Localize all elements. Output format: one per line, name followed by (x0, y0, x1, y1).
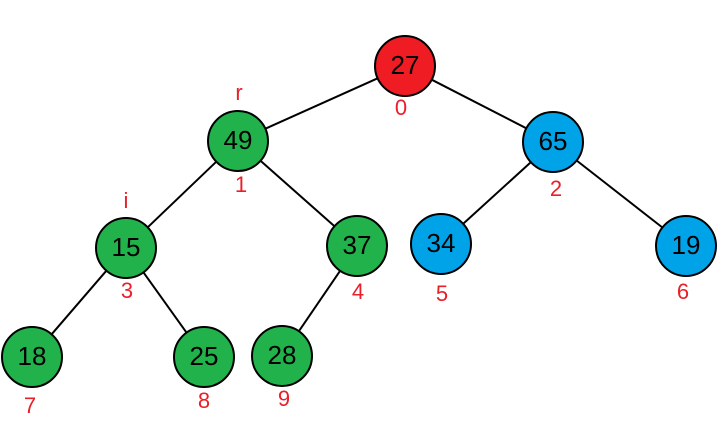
node-circle (655, 215, 717, 277)
node-value: 37 (343, 230, 372, 260)
tree-node-49: 49 1 (207, 110, 269, 197)
node-value: 65 (539, 126, 568, 156)
node-circle (326, 215, 388, 277)
edge-n1-n3 (147, 160, 217, 229)
edge-n4-n9 (298, 270, 341, 332)
node-circle (374, 35, 436, 97)
edge-n1-n4 (259, 160, 336, 227)
nodes-layer: 27 0 49 1 65 2 15 3 37 4 34 5 19 6 18 7 25 8 28 9 (1, 35, 717, 418)
node-index-label: 9 (278, 386, 290, 411)
pointer-marker-r: r (235, 80, 242, 105)
tree-node-25: 25 8 (173, 326, 235, 413)
edge-n2-n5 (462, 161, 532, 225)
edge-n3-n7 (50, 270, 108, 335)
markers-layer: ri (124, 80, 243, 213)
tree-node-18: 18 7 (1, 326, 63, 418)
node-circle (173, 326, 235, 388)
node-value: 18 (18, 341, 47, 371)
tree-node-37: 37 4 (326, 215, 388, 304)
node-circle (207, 110, 269, 172)
edge-n0-n1 (264, 77, 379, 130)
tree-node-65: 65 2 (522, 111, 584, 201)
node-value: 28 (268, 340, 297, 370)
node-value: 27 (391, 50, 420, 80)
edges-layer (50, 77, 664, 335)
node-value: 25 (190, 341, 219, 371)
node-circle (1, 326, 63, 388)
edge-n0-n2 (431, 78, 527, 130)
tree-node-27: 27 0 (374, 35, 436, 120)
node-index-label: 3 (121, 278, 133, 303)
node-index-label: 0 (395, 95, 407, 120)
tree-node-28: 28 9 (251, 325, 313, 411)
node-value: 15 (112, 232, 141, 262)
node-index-label: 8 (198, 388, 210, 413)
node-index-label: 7 (24, 393, 36, 418)
node-circle (522, 111, 584, 173)
node-index-label: 2 (550, 176, 562, 201)
tree-node-19: 19 6 (655, 215, 717, 304)
node-index-label: 5 (436, 281, 448, 306)
node-circle (95, 217, 157, 279)
node-value: 49 (224, 125, 253, 155)
node-index-label: 1 (235, 172, 247, 197)
edge-n2-n6 (575, 159, 664, 229)
pointer-marker-i: i (124, 188, 129, 213)
edge-n3-n8 (142, 271, 188, 334)
node-value: 19 (672, 230, 701, 260)
node-index-label: 4 (352, 279, 364, 304)
tree-node-15: 15 3 (95, 217, 157, 303)
node-index-label: 6 (677, 279, 689, 304)
tree-node-34: 34 5 (410, 213, 472, 306)
node-circle (251, 325, 313, 387)
node-value: 34 (427, 228, 456, 258)
node-circle (410, 213, 472, 275)
